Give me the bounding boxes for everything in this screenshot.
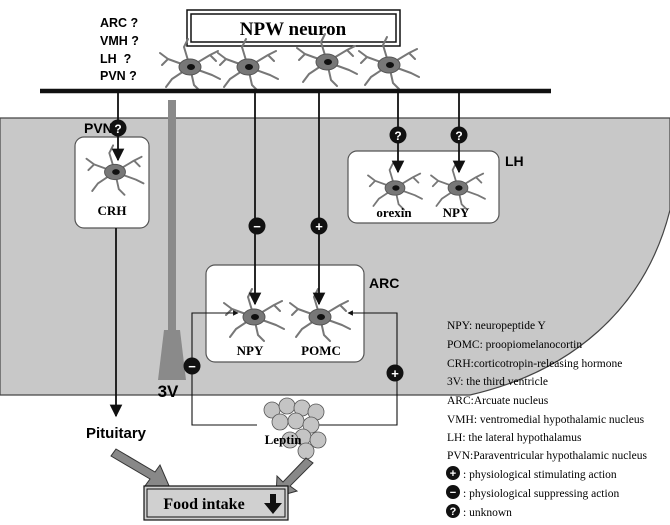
symbol-minus-leptin: − [183,357,201,375]
pvn-box [74,136,150,229]
svg-text:: physiological stimulating ac: : physiological stimulating action [463,469,617,481]
pituitary-label: Pituitary [86,425,147,442]
legend-def-4: 3V: the third ventricle [447,376,548,388]
svg-text:?: ? [450,506,457,518]
npy-lh-label: NPY [443,205,470,220]
projection-targets: ARC ? VMH ? LH ? PVN ? [100,16,139,83]
svg-text:: physiological suppressing ac: : physiological suppressing action [463,488,619,500]
svg-text:?: ? [114,122,121,136]
svg-text:+: + [315,219,323,234]
symbol-unknown-orexin: ? [389,126,407,144]
lh-label: LH [505,153,524,169]
svg-text:+: + [391,366,399,381]
target-vmh: VMH ? [100,34,139,48]
svg-text:?: ? [394,129,401,143]
third-ventricle: 3V [158,100,186,401]
svg-text:−: − [253,219,261,234]
symbol-unknown-npy-lh: ? [450,126,468,144]
legend-unknown: ? : unknown [446,504,512,519]
target-pvn: PVN ? [100,69,137,83]
symbol-plus-pomc: + [310,217,328,235]
hypothalamus-region [0,117,670,396]
target-arc: ARC ? [100,16,138,30]
legend: NPY: neuropeptide Y POMC: proopiomelanoc… [446,320,647,519]
svg-text:+: + [450,468,456,480]
npw-neuron-title: NPW neuron [240,19,347,40]
legend-plus: + : physiological stimulating action [446,466,617,481]
leptin-label: Leptin [265,432,303,447]
svg-text:?: ? [455,129,462,143]
symbol-unknown-pvn: ? [109,119,127,137]
third-ventricle-label: 3V [158,382,179,401]
legend-def-7: LH: the lateral hypothalamus [447,432,582,444]
svg-text:−: − [450,487,456,499]
symbol-minus-npy-arc: − [248,217,266,235]
svg-text:: unknown: : unknown [463,507,512,519]
pomc-label: POMC [301,343,341,358]
arrow-pituitary-to-food [110,448,171,489]
leptin-cluster [263,397,327,460]
food-intake-label: Food intake [163,496,244,513]
pvn-label: PVN [84,120,113,136]
food-intake-box: Food intake [143,485,289,521]
legend-def-5: ARC:Arcuate nucleus [447,395,549,407]
orexin-label: orexin [376,205,412,220]
legend-def-2: POMC: proopiomelanocortin [447,339,582,351]
npw-neuron-box: NPW neuron [186,9,401,47]
down-arrow-icon [264,494,282,514]
npy-arc-label: NPY [237,343,264,358]
lh-box [347,150,500,224]
legend-def-1: NPY: neuropeptide Y [447,320,547,332]
target-lh: LH ? [100,52,131,66]
legend-def-3: CRH:corticotropin-releasing hormone [447,358,622,370]
arc-label: ARC [369,275,399,291]
crh-label: CRH [98,203,127,218]
npw-neuron-2 [217,38,279,92]
legend-def-8: PVN:Paraventricular hypothalamic nucleus [447,450,647,462]
legend-minus: − : physiological suppressing action [446,485,619,500]
legend-def-6: VMH: ventromedial hypothalamic nucleus [447,414,645,426]
svg-text:−: − [188,359,196,374]
npw-neuron-1 [159,38,221,92]
symbol-plus-leptin: + [386,364,404,382]
